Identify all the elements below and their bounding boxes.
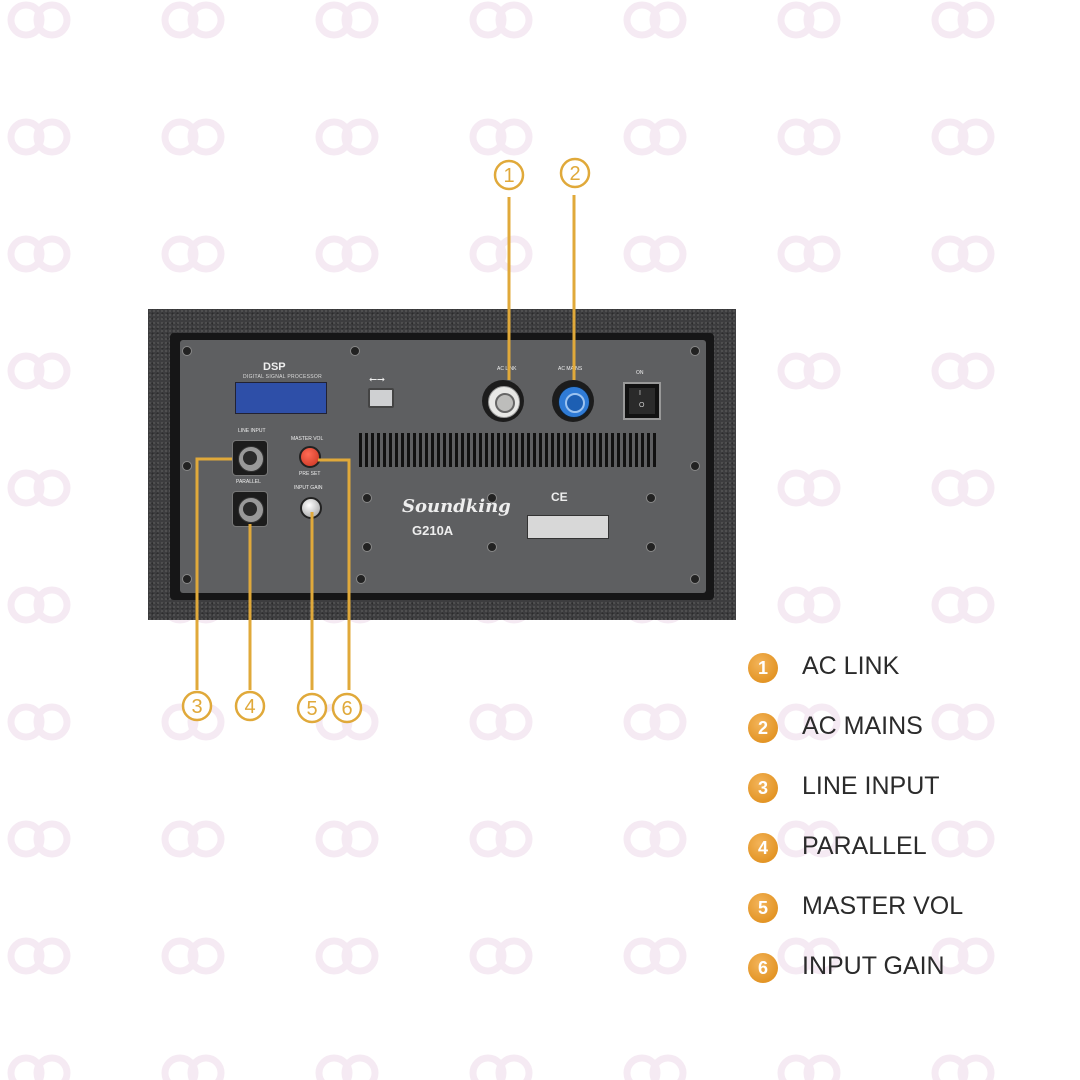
legend-item: 4 PARALLEL (748, 828, 1068, 888)
legend-label: AC MAINS (802, 712, 923, 740)
callout-circle-4 (234, 690, 266, 722)
ac-mains-label: AC MAINS (558, 366, 583, 372)
legend-item: 6 INPUT GAIN (748, 948, 1068, 1008)
certification-marks: CE (551, 490, 568, 504)
pre-set-label: PRE SET (299, 471, 321, 477)
legend-label: LINE INPUT (802, 772, 940, 800)
callout-number-4: 4 (244, 696, 255, 718)
dsp-title: DSP (263, 361, 286, 373)
screw (487, 542, 497, 552)
screw (182, 461, 192, 471)
master-vol-knob[interactable] (299, 446, 321, 468)
callout-number-3: 3 (191, 696, 202, 718)
heat-sink-vent (359, 433, 659, 467)
callout-circle-3 (181, 690, 213, 722)
legend-item: 3 LINE INPUT (748, 768, 1068, 828)
legend-number-badge: 2 (748, 713, 778, 743)
legend-item: 1 AC LINK (748, 648, 1068, 708)
legend-label: INPUT GAIN (802, 952, 945, 980)
brand-logo: Soundking (402, 496, 511, 517)
callout-circle-5 (296, 692, 328, 724)
parallel-jack[interactable] (232, 491, 268, 527)
master-vol-label: MASTER VOL (291, 436, 324, 442)
usb-icon: ⭠⭢ (369, 374, 385, 385)
callout-circle-1 (493, 159, 525, 191)
screw (362, 493, 372, 503)
model-name: G210A (412, 523, 454, 538)
input-gain-label: INPUT GAIN (294, 485, 323, 491)
power-switch[interactable]: I O (623, 382, 661, 420)
legend-number-badge: 1 (748, 653, 778, 683)
screw (690, 346, 700, 356)
callout-number-5: 5 (306, 698, 317, 720)
callout-circle-2 (559, 157, 591, 189)
callout-number-1: 1 (503, 165, 514, 187)
legend-number-badge: 4 (748, 833, 778, 863)
legend: 1 AC LINK 2 AC MAINS 3 LINE INPUT 4 PARA… (748, 648, 1068, 1008)
line-input-jack[interactable] (232, 440, 268, 476)
line-input-label: LINE INPUT (238, 428, 266, 434)
dsp-subtitle: DIGITAL SIGNAL PROCESSOR (243, 374, 322, 380)
usb-port[interactable] (368, 388, 394, 408)
switch-off-mark: O (639, 402, 645, 409)
legend-item: 5 MASTER VOL (748, 888, 1068, 948)
screw (646, 493, 656, 503)
callout-circle-6 (331, 692, 363, 724)
legend-label: MASTER VOL (802, 892, 964, 920)
ac-link-connector[interactable] (482, 380, 524, 422)
legend-item: 2 AC MAINS (748, 708, 1068, 768)
callout-line-6 (318, 458, 351, 690)
screw (487, 493, 497, 503)
screw (182, 574, 192, 584)
switch-on-mark: I (639, 390, 641, 397)
legend-number-badge: 5 (748, 893, 778, 923)
screw (362, 542, 372, 552)
ac-link-label: AC LINK (497, 366, 517, 372)
screw (690, 461, 700, 471)
screw (182, 346, 192, 356)
callout-number-2: 2 (569, 163, 580, 185)
lcd-display (235, 382, 327, 414)
legend-number-badge: 6 (748, 953, 778, 983)
ac-mains-connector[interactable] (552, 380, 594, 422)
screw (356, 574, 366, 584)
callout-line-3 (195, 457, 232, 690)
warning-label (527, 515, 609, 539)
screw (646, 542, 656, 552)
screw (350, 346, 360, 356)
legend-number-badge: 3 (748, 773, 778, 803)
power-switch-label: ON (636, 370, 644, 376)
legend-label: PARALLEL (802, 832, 927, 860)
callout-number-6: 6 (341, 698, 352, 720)
screw (690, 574, 700, 584)
parallel-label: PARALLEL (236, 479, 261, 485)
legend-label: AC LINK (802, 652, 900, 680)
